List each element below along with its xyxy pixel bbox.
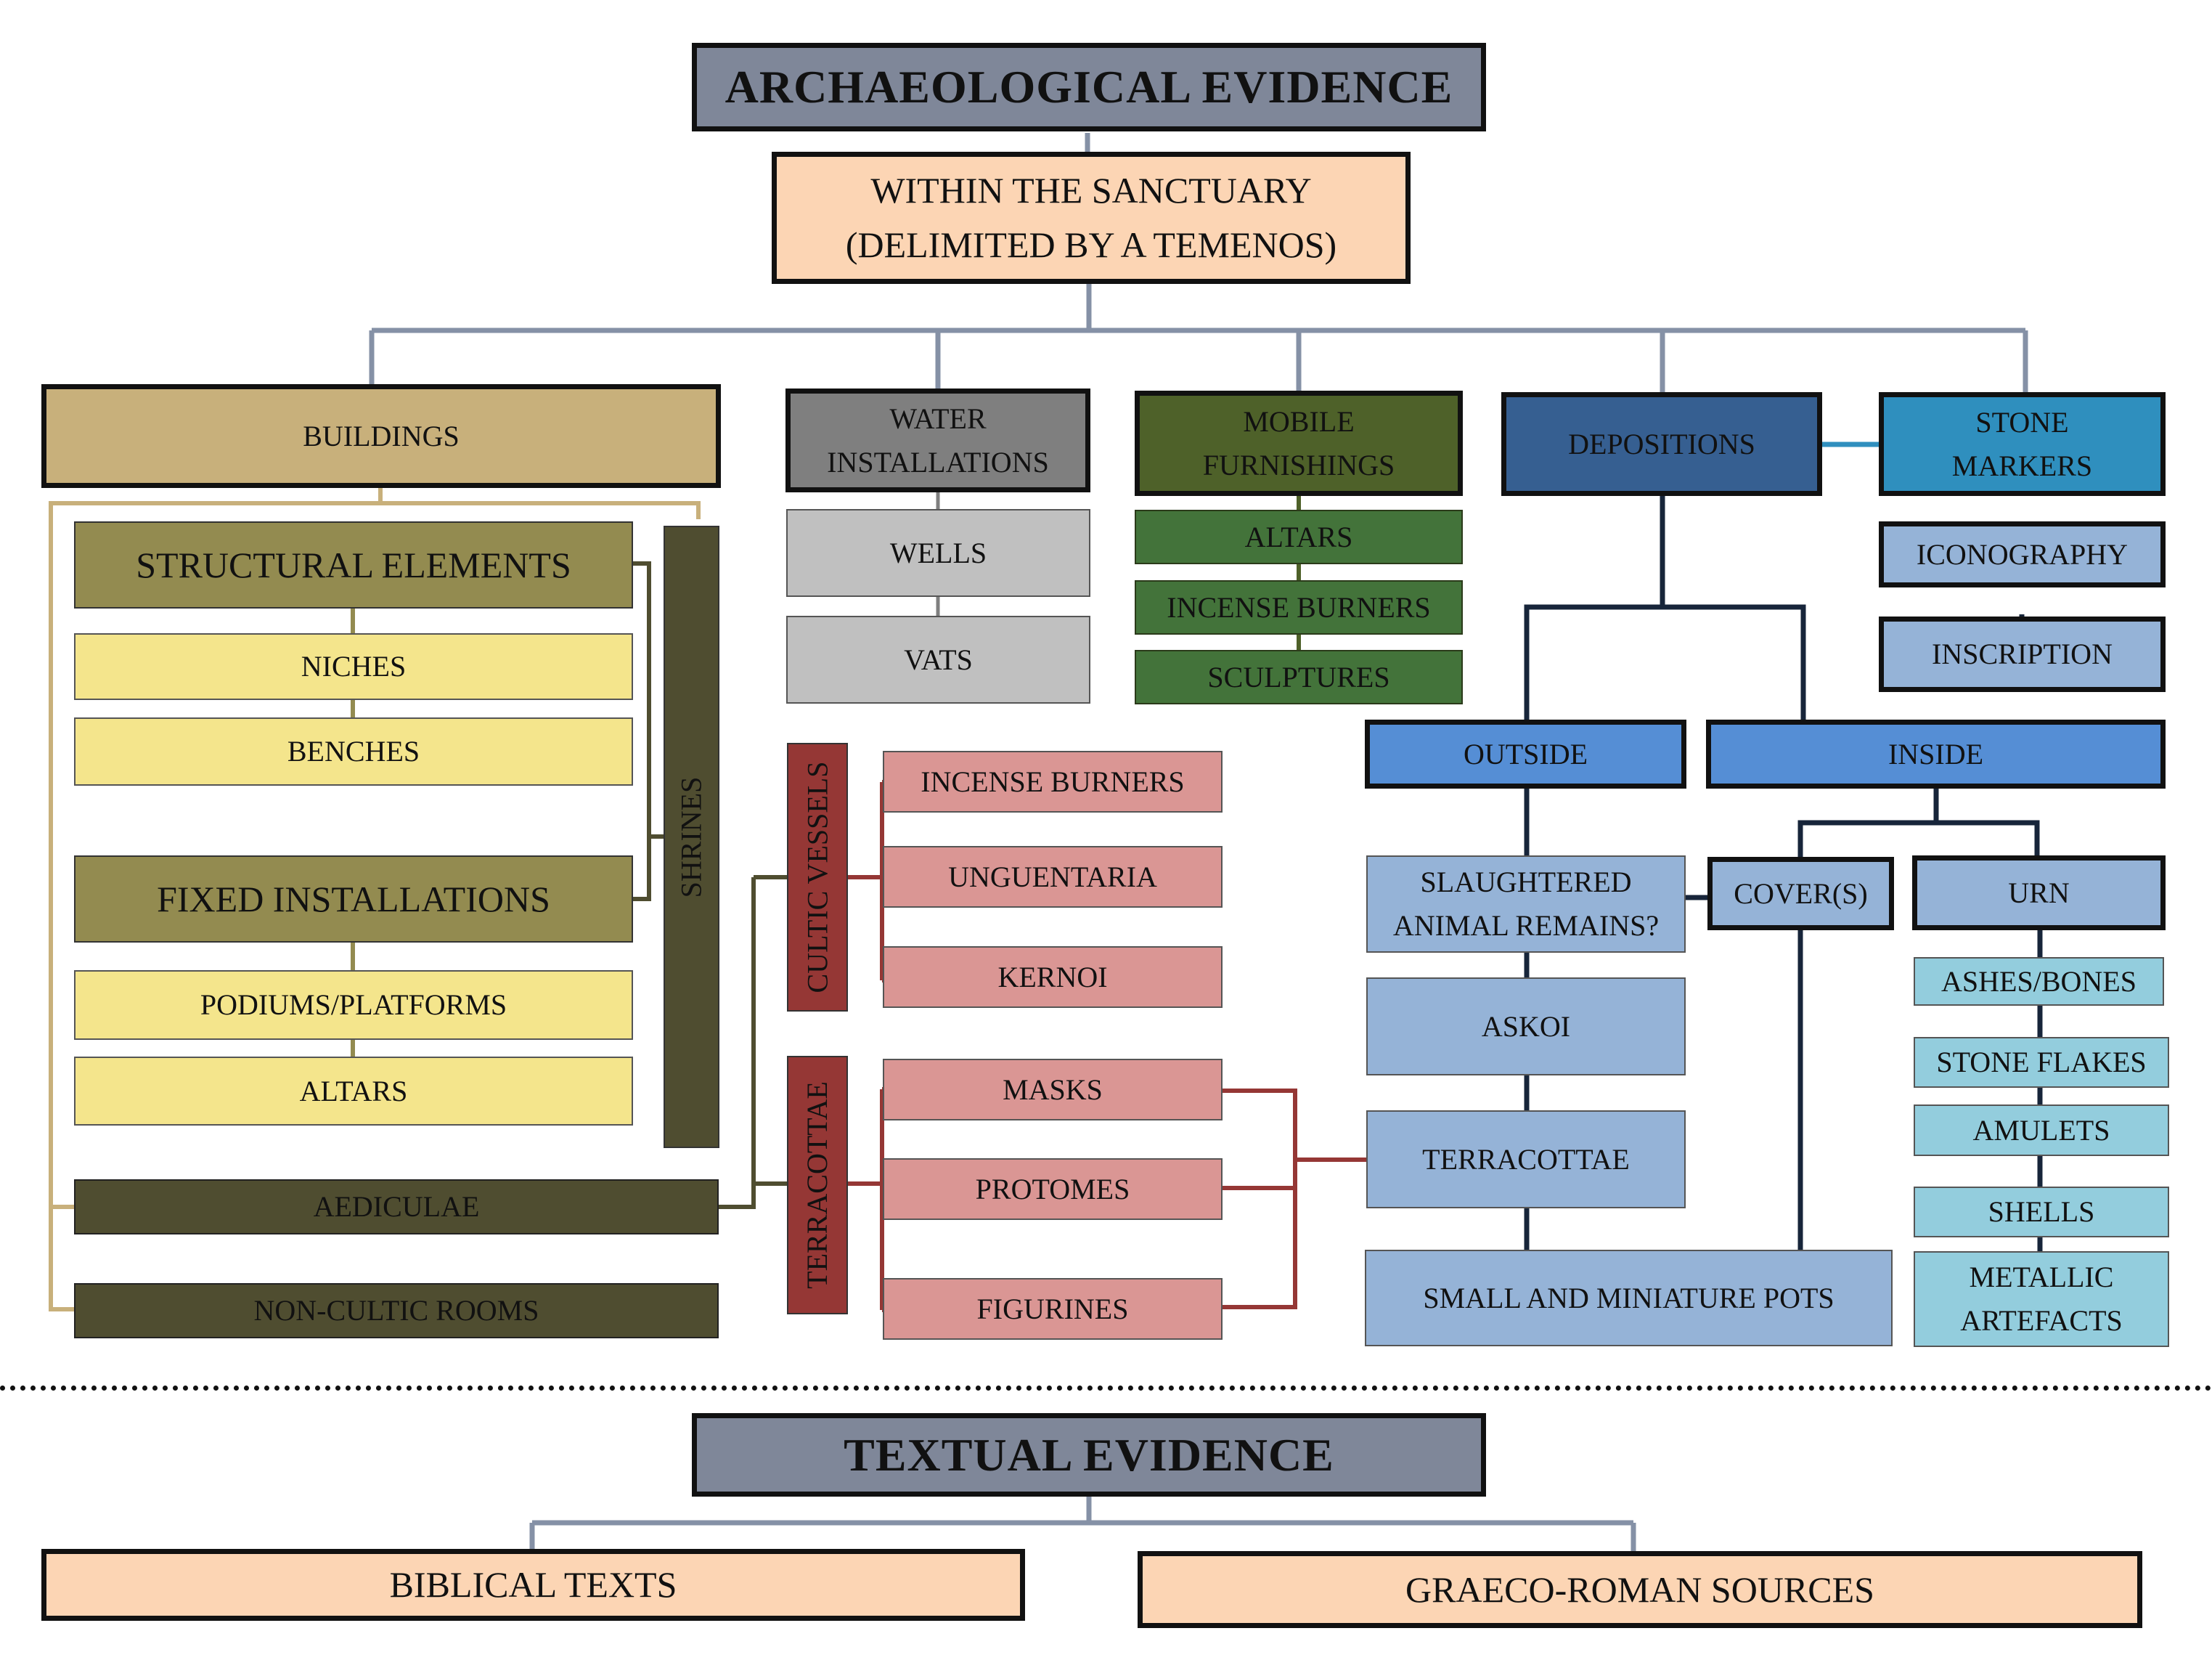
fixed-installations-label: FIXED INSTALLATIONS <box>157 878 550 919</box>
ashes-bones-label: ASHES/BONES <box>1941 964 2137 998</box>
structural-elements-label: STRUCTURAL ELEMENTS <box>136 544 571 585</box>
mobile-furnishings-node: MOBILE FURNISHINGS <box>1135 391 1463 496</box>
textual-evidence-title: TEXTUAL EVIDENCE <box>692 1413 1486 1497</box>
water-installations-label: WATER INSTALLATIONS <box>827 402 1049 479</box>
non-cultic-rooms-node: NON-CULTIC ROOMS <box>74 1283 719 1338</box>
depositions-node: DEPOSITIONS <box>1501 392 1822 496</box>
shells-node: SHELLS <box>1914 1187 2169 1237</box>
deposition-terracottae-label: TERRACOTTAE <box>1422 1142 1630 1176</box>
stone-flakes-node: STONE FLAKES <box>1914 1037 2169 1088</box>
small-miniature-pots-label: SMALL AND MINIATURE POTS <box>1423 1281 1835 1314</box>
slaughtered-remains-label: SLAUGHTERED ANIMAL REMAINS? <box>1392 866 1660 942</box>
podiums-node: PODIUMS/PLATFORMS <box>74 970 633 1040</box>
mobile-altars-label: ALTARS <box>1244 520 1353 553</box>
askoi-label: ASKOI <box>1481 1009 1571 1043</box>
textual-evidence-title-text: TEXTUAL EVIDENCE <box>844 1428 1334 1481</box>
building-altars-node: ALTARS <box>74 1057 633 1126</box>
inside-node: INSIDE <box>1706 720 2166 789</box>
fixed-installations-node: FIXED INSTALLATIONS <box>74 855 633 943</box>
outside-label: OUTSIDE <box>1463 737 1588 770</box>
graeco-roman-sources-node: GRAECO-ROMAN SOURCES <box>1138 1551 2142 1628</box>
shrines-label: SHRINES <box>674 776 708 898</box>
mobile-incense-burners-label: INCENSE BURNERS <box>1167 590 1431 624</box>
mobile-furnishings-label: MOBILE FURNISHINGS <box>1202 404 1395 481</box>
amulets-node: AMULETS <box>1914 1104 2169 1156</box>
graeco-roman-sources-label: GRAECO-ROMAN SOURCES <box>1405 1569 1874 1610</box>
urn-label: URN <box>2008 876 2070 909</box>
water-installations-node: WATER INSTALLATIONS <box>785 388 1090 492</box>
masks-node: MASKS <box>883 1059 1223 1120</box>
cultic-incense-burners-label: INCENSE BURNERS <box>921 765 1185 798</box>
covers-node: COVER(S) <box>1707 857 1894 930</box>
inside-label: INSIDE <box>1887 737 1984 770</box>
ashes-bones-node: ASHES/BONES <box>1914 957 2164 1006</box>
structural-elements-node: STRUCTURAL ELEMENTS <box>74 521 633 609</box>
protomes-node: PROTOMES <box>883 1158 1223 1220</box>
depositions-label: DEPOSITIONS <box>1568 427 1755 460</box>
metallic-artefacts-label: METALLIC ARTEFACTS <box>1960 1261 2123 1337</box>
kernoi-label: KERNOI <box>997 960 1108 993</box>
shells-label: SHELLS <box>1988 1195 2095 1228</box>
vats-label: VATS <box>904 643 973 676</box>
wells-label: WELLS <box>889 536 987 569</box>
kernoi-node: KERNOI <box>883 946 1223 1008</box>
unguentaria-node: UNGUENTARIA <box>883 846 1223 908</box>
niches-label: NICHES <box>301 650 407 683</box>
benches-label: BENCHES <box>287 735 420 768</box>
metallic-artefacts-node: METALLIC ARTEFACTS <box>1914 1251 2169 1347</box>
deposition-terracottae-node: TERRACOTTAE <box>1366 1110 1686 1208</box>
buildings-node: BUILDINGS <box>41 384 721 488</box>
shrines-node: SHRINES <box>664 526 719 1148</box>
amulets-label: AMULETS <box>1972 1113 2110 1147</box>
non-cultic-rooms-label: NON-CULTIC ROOMS <box>253 1294 539 1327</box>
mobile-altars-node: ALTARS <box>1135 510 1463 564</box>
stone-markers-node: STONE MARKERS <box>1879 392 2166 496</box>
sanctuary-node: WITHIN THE SANCTUARY (DELIMITED BY A TEM… <box>772 152 1411 284</box>
terracottae-label: TERRACOTTAE <box>801 1081 834 1289</box>
sanctuary-label: WITHIN THE SANCTUARY (DELIMITED BY A TEM… <box>845 170 1337 265</box>
covers-label: COVER(S) <box>1734 876 1868 910</box>
archaeological-evidence-title-text: ARCHAEOLOGICAL EVIDENCE <box>725 61 1453 113</box>
urn-node: URN <box>1912 855 2166 930</box>
figurines-node: FIGURINES <box>883 1278 1223 1340</box>
building-altars-label: ALTARS <box>299 1074 408 1107</box>
inscription-label: INSCRIPTION <box>1932 638 2113 670</box>
niches-node: NICHES <box>74 633 633 700</box>
podiums-label: PODIUMS/PLATFORMS <box>200 988 507 1021</box>
benches-node: BENCHES <box>74 717 633 786</box>
cultic-vessels-label: CULTIC VESSELS <box>801 761 833 993</box>
sculptures-label: SCULPTURES <box>1207 660 1390 693</box>
vats-node: VATS <box>786 616 1090 704</box>
sculptures-node: SCULPTURES <box>1135 650 1463 704</box>
masks-label: MASKS <box>1003 1073 1103 1106</box>
aediculae-node: AEDICULAE <box>74 1179 719 1234</box>
archaeological-evidence-title: ARCHAEOLOGICAL EVIDENCE <box>692 43 1486 131</box>
slaughtered-remains-node: SLAUGHTERED ANIMAL REMAINS? <box>1366 855 1686 953</box>
outside-node: OUTSIDE <box>1365 720 1686 789</box>
biblical-texts-node: BIBLICAL TEXTS <box>41 1549 1025 1621</box>
small-miniature-pots-node: SMALL AND MINIATURE POTS <box>1365 1250 1893 1346</box>
cultic-vessels-node: CULTIC VESSELS <box>787 743 848 1012</box>
inscription-node: INSCRIPTION <box>1879 617 2166 692</box>
protomes-label: PROTOMES <box>975 1172 1130 1205</box>
askoi-node: ASKOI <box>1366 977 1686 1075</box>
biblical-texts-label: BIBLICAL TEXTS <box>389 1564 677 1605</box>
stone-markers-label: STONE MARKERS <box>1951 405 2093 482</box>
wells-node: WELLS <box>786 509 1090 597</box>
unguentaria-label: UNGUENTARIA <box>948 860 1157 893</box>
section-divider <box>0 1386 2212 1391</box>
terracottae-node: TERRACOTTAE <box>787 1056 848 1314</box>
mobile-incense-burners-node: INCENSE BURNERS <box>1135 580 1463 635</box>
figurines-label: FIGURINES <box>976 1292 1129 1325</box>
iconography-node: ICONOGRAPHY <box>1879 521 2166 587</box>
aediculae-label: AEDICULAE <box>313 1190 480 1223</box>
stone-flakes-label: STONE FLAKES <box>1936 1046 2147 1078</box>
buildings-label: BUILDINGS <box>303 419 460 452</box>
cultic-incense-burners-node: INCENSE BURNERS <box>883 751 1223 813</box>
iconography-label: ICONOGRAPHY <box>1916 537 2129 571</box>
